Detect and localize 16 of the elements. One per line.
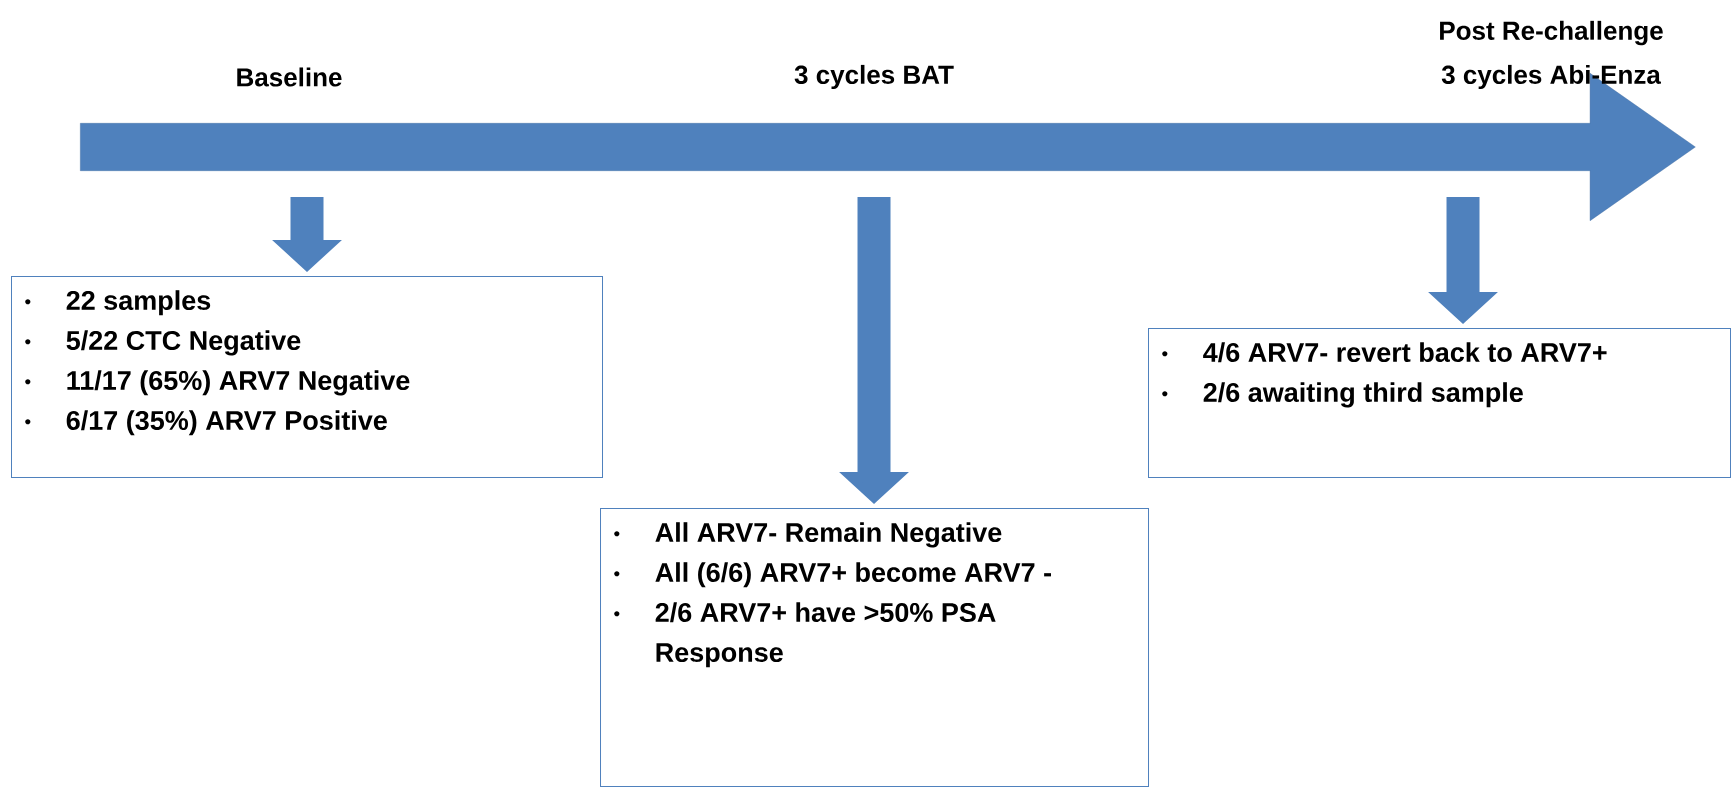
- heading: Baseline: [237, 67, 342, 87]
- bullet-item: 6/17 (35%) ARV7 Positive: [25, 410, 387, 436]
- bullet-item: 2/6 ARV7+ have >50% PSA Response: [614, 602, 996, 668]
- bullet-item: 4/6 ARV7- revert back to ARV7+: [1162, 342, 1607, 363]
- bullet-item: 11/17 (65%) ARV7 Negative: [25, 370, 410, 396]
- bullet-item: 5/22 CTC Negative: [25, 330, 301, 356]
- bullet-item: All ARV7- Remain Negative: [614, 522, 1002, 548]
- text-box: [1148, 328, 1731, 478]
- bullet-item: 22 samples: [25, 290, 211, 316]
- heading: Post Re-challenge: [1440, 20, 1663, 46]
- heading: 3 cycles BAT: [794, 64, 954, 90]
- heading: 3 cycles Abi-Enza: [1441, 64, 1661, 90]
- bullet-item: 2/6 awaiting third sample: [1162, 382, 1523, 408]
- text-box: [600, 508, 1149, 787]
- text-box: [11, 276, 603, 478]
- bullet-item: All (6/6) ARV7+ become ARV7 -: [614, 562, 1051, 588]
